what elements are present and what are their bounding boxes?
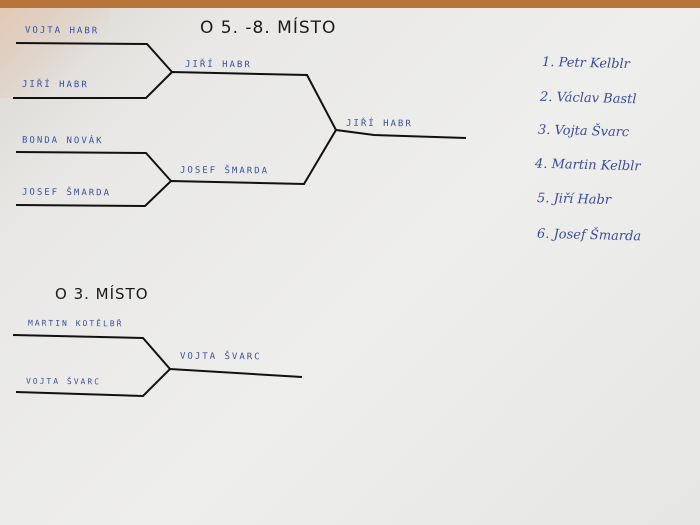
bracket-line	[15, 367, 303, 398]
bracket-line	[15, 151, 172, 182]
paper-sheet	[0, 8, 700, 525]
bracket-3-lines	[12, 334, 303, 398]
bracket-entry: MARTIN KOTĚLBŘ	[27, 318, 124, 329]
bracket-entry: VOJTA ŠVARC	[25, 376, 102, 387]
bracket-entry: BONDA NOVÁK	[21, 135, 104, 147]
ranking-item: 1. Petr Kelblr	[541, 54, 631, 73]
bracket-winner: VOJTA ŠVARC	[179, 351, 262, 363]
bracket-5-8-title: O 5. -8. MÍSTO	[200, 18, 337, 38]
bracket-line	[15, 128, 467, 208]
ranking-item: 4. Martin Kelblr	[534, 156, 641, 175]
bracket-line	[13, 70, 337, 131]
bracket-entry: JIŘÍ HABR	[184, 59, 252, 71]
bracket-entry: JIŘÍ HABR	[21, 79, 89, 91]
bracket-entry: JOSEF ŠMARDA	[21, 187, 112, 199]
bracket-line	[15, 42, 173, 73]
ranking-item: 3. Vojta Švarc	[537, 122, 630, 141]
bracket-entry: VOJTA HABR	[24, 25, 100, 37]
bracket-winner: JIŘÍ HABR	[345, 118, 413, 130]
ranking-item: 6. Josef Šmarda	[536, 226, 642, 245]
bracket-3-title: O 3. MÍSTO	[55, 285, 149, 303]
bracket-line	[12, 334, 171, 370]
bracket-entry: JOSEF ŠMARDA	[179, 165, 270, 177]
bracket-5-8-lines	[13, 42, 467, 208]
ranking-item: 2. Václav Bastl	[539, 89, 637, 108]
ranking-item: 5. Jiří Habr	[536, 191, 612, 208]
